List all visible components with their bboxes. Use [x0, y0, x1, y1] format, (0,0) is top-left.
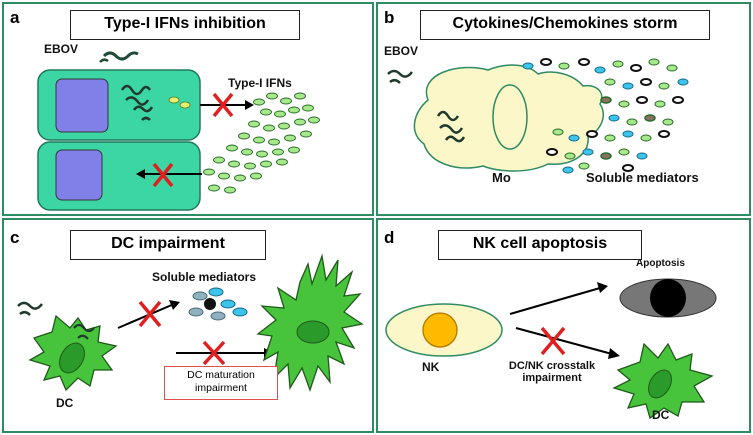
apoptotic-nucleus — [650, 279, 686, 317]
nucleus-upper — [55, 78, 109, 133]
soluble-mediators-label: Soluble mediators — [586, 170, 699, 185]
nk-label: NK — [422, 360, 440, 374]
panel-d: d NK cell apoptosis Apoptosis NK DC/NK c… — [376, 218, 751, 433]
panel-d-letter: d — [384, 228, 395, 247]
mediators-arrow — [117, 303, 175, 329]
block-x-icon — [540, 326, 566, 356]
panel-c: c DC impairment Soluble mediators DC DC … — [2, 218, 374, 433]
dc-nucleus — [648, 369, 672, 399]
panel-a-illustration — [37, 51, 320, 211]
panel-d-illustration — [385, 278, 717, 420]
crosstalk-impairment-label: DC/NK crosstalk impairment — [508, 360, 596, 384]
panel-a-letter: a — [10, 8, 20, 27]
block-x-icon — [202, 340, 226, 366]
intracellular-ebov-icon — [120, 84, 154, 121]
block-x-icon — [212, 92, 234, 118]
soluble-mediators-cluster — [188, 287, 248, 321]
dc-nucleus — [59, 342, 85, 374]
panel-c-illustration — [17, 253, 364, 392]
ebov-virus-icon — [102, 51, 139, 61]
ebov-virus-icon — [387, 69, 413, 84]
apoptosis-label: Apoptosis — [636, 258, 685, 269]
panel-b-title: Cytokines/Chemokines storm — [420, 10, 710, 40]
block-x-icon — [138, 300, 162, 328]
panel-b-ebov-label: EBOV — [384, 44, 419, 58]
intracellular-ebov-icon — [436, 110, 466, 143]
monocyte-nucleus — [492, 84, 528, 150]
mature-dc-nucleus — [296, 320, 330, 344]
panel-b-letter: b — [384, 8, 395, 27]
monocyte-label: Mo — [492, 170, 511, 185]
panel-c-soluble-mediators-label: Soluble mediators — [152, 270, 257, 284]
panel-c-title: DC impairment — [70, 230, 266, 260]
panel-a-ebov-label: EBOV — [44, 42, 79, 56]
panel-a: a Type-I IFNs inhibition EBOV Type-I IFN… — [2, 2, 374, 216]
type-i-ifns-label: Type-I IFNs — [228, 76, 292, 90]
nucleus-lower — [55, 149, 103, 201]
dc-maturation-impairment-box: DC maturation impairment — [164, 366, 278, 400]
intracellular-ebov-icon — [73, 323, 95, 340]
nk-nucleus — [422, 312, 458, 348]
panel-b-illustration — [387, 58, 689, 174]
panel-d-title: NK cell apoptosis — [438, 230, 642, 260]
panel-b: b Cytokines/Chemokines storm EBOV Mo Sol… — [376, 2, 751, 216]
block-x-icon — [152, 162, 174, 188]
type-i-ifns-cluster — [203, 92, 320, 194]
crosstalk-arrow — [515, 327, 613, 355]
soluble-mediators-cluster — [522, 58, 689, 174]
apoptosis-arrow — [509, 287, 601, 315]
panel-c-letter: c — [10, 228, 20, 247]
panel-d-dc-label: DC — [652, 408, 670, 422]
ebov-virus-icon — [17, 301, 43, 316]
panel-a-title: Type-I IFNs inhibition — [70, 10, 300, 40]
dc-label: DC — [56, 396, 74, 410]
